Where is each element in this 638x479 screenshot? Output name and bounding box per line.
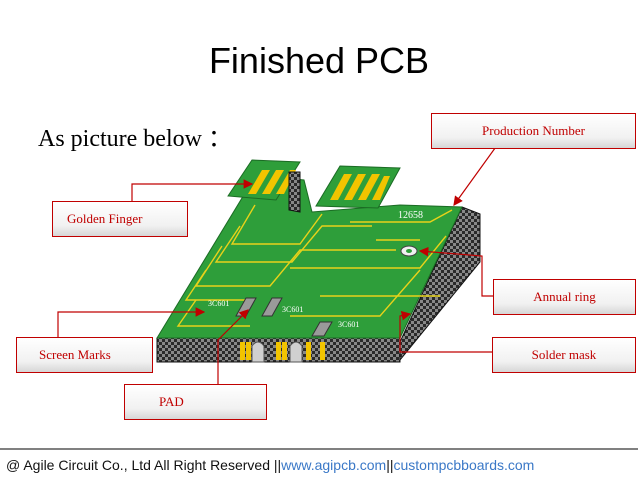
leader-pad [217,309,249,384]
slide-subtitle: As picture below ： [38,126,232,152]
leader-solder-mask [399,310,492,353]
callout-screen-marks-label: Screen Marks [39,347,111,362]
footer-separator: || [386,456,394,473]
callout-production-number: Production Number [431,113,636,149]
leader-production-number [453,143,500,206]
callout-solder-mask: Solder mask [492,337,636,373]
callout-solder-mask-label: Solder mask [531,347,597,362]
silkscreen-label-3: 3C601 [338,320,359,329]
leader-screen-marks [57,307,206,340]
callout-screen-marks: Screen Marks [16,337,153,373]
footer: @ Agile Circuit Co., Ltd All Right Reser… [0,448,638,479]
golden-fingers-right [330,174,390,200]
slide-title: Finished PCB [208,40,430,81]
finger-tab-left-side [288,171,301,213]
callout-production-number-label: Production Number [482,123,585,138]
board-traces [176,204,453,327]
leader-golden-finger [131,179,254,201]
edge-pads [240,342,325,360]
footer-link-agipcb[interactable]: www.agipcb.com [281,456,387,473]
leader-annual-ring [418,246,494,297]
pad-2 [261,297,283,317]
callout-golden-finger-label: Golden Finger [67,211,143,226]
callout-annual-ring: Annual ring [493,279,636,315]
callout-golden-finger: Golden Finger [52,201,188,237]
footer-copyright: @ Agile Circuit Co., Ltd All Right Reser… [6,456,282,473]
callout-pad-label: PAD [159,394,184,409]
annular-ring-hole [406,249,412,253]
silkscreen-label-1: 3C601 [208,299,229,308]
footer-link-custompcbboards[interactable]: custompcbboards.com [393,456,535,473]
silkscreen-label-2: 3C601 [282,305,303,314]
edge-notches [251,341,303,363]
callout-pad: PAD [124,384,267,420]
callout-annual-ring-label: Annual ring [533,289,596,304]
pad-3 [311,321,333,337]
board-serial: 12658 [398,210,423,221]
